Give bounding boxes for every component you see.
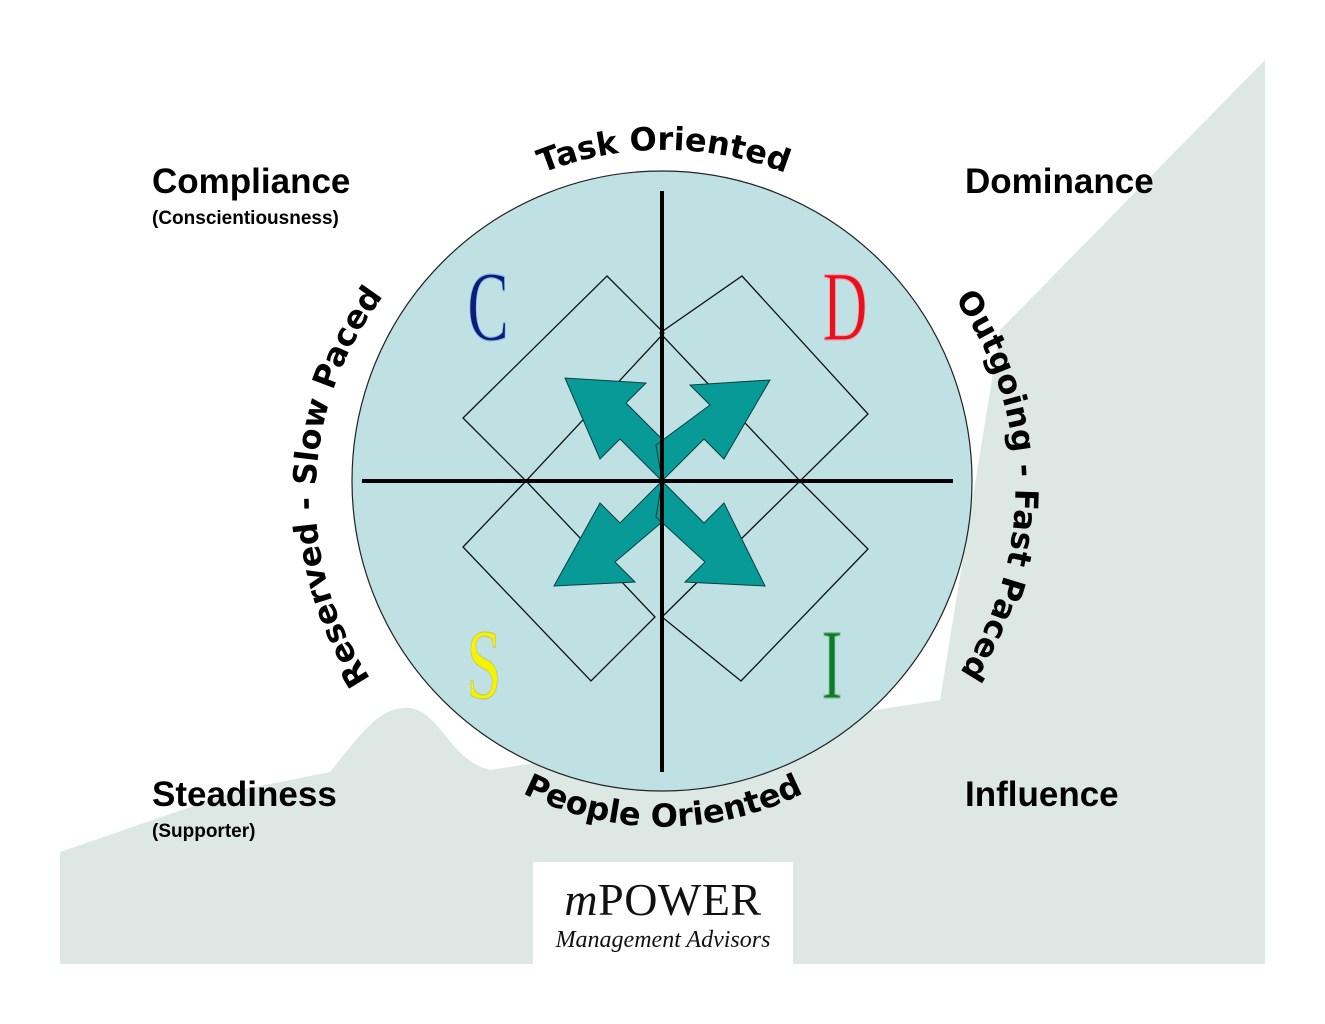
logo-tagline: Management Advisors bbox=[555, 927, 771, 953]
arrow-down-left bbox=[553, 479, 669, 587]
logo-name: POWER bbox=[598, 874, 762, 925]
mpower-logo: mPOWER Management Advisors bbox=[533, 862, 793, 964]
background-mountain-shape bbox=[60, 60, 1265, 964]
steadiness-title: Steadiness bbox=[152, 775, 337, 814]
arrow-down-right bbox=[655, 479, 766, 587]
influence-title: Influence bbox=[965, 775, 1119, 814]
logo-wordmark: mPOWER bbox=[533, 876, 793, 924]
logo-prefix: m bbox=[564, 874, 599, 925]
letter-c: C bbox=[467, 251, 508, 362]
letter-i: I bbox=[822, 609, 843, 720]
arrow-up-right bbox=[655, 379, 771, 483]
dominance-title: Dominance bbox=[965, 162, 1154, 201]
letter-s: S bbox=[467, 609, 501, 720]
letter-d: D bbox=[823, 251, 868, 362]
steadiness-subtitle: (Supporter) bbox=[152, 821, 256, 842]
compliance-subtitle: (Conscientiousness) bbox=[152, 208, 339, 229]
compliance-title: Compliance bbox=[152, 162, 351, 201]
